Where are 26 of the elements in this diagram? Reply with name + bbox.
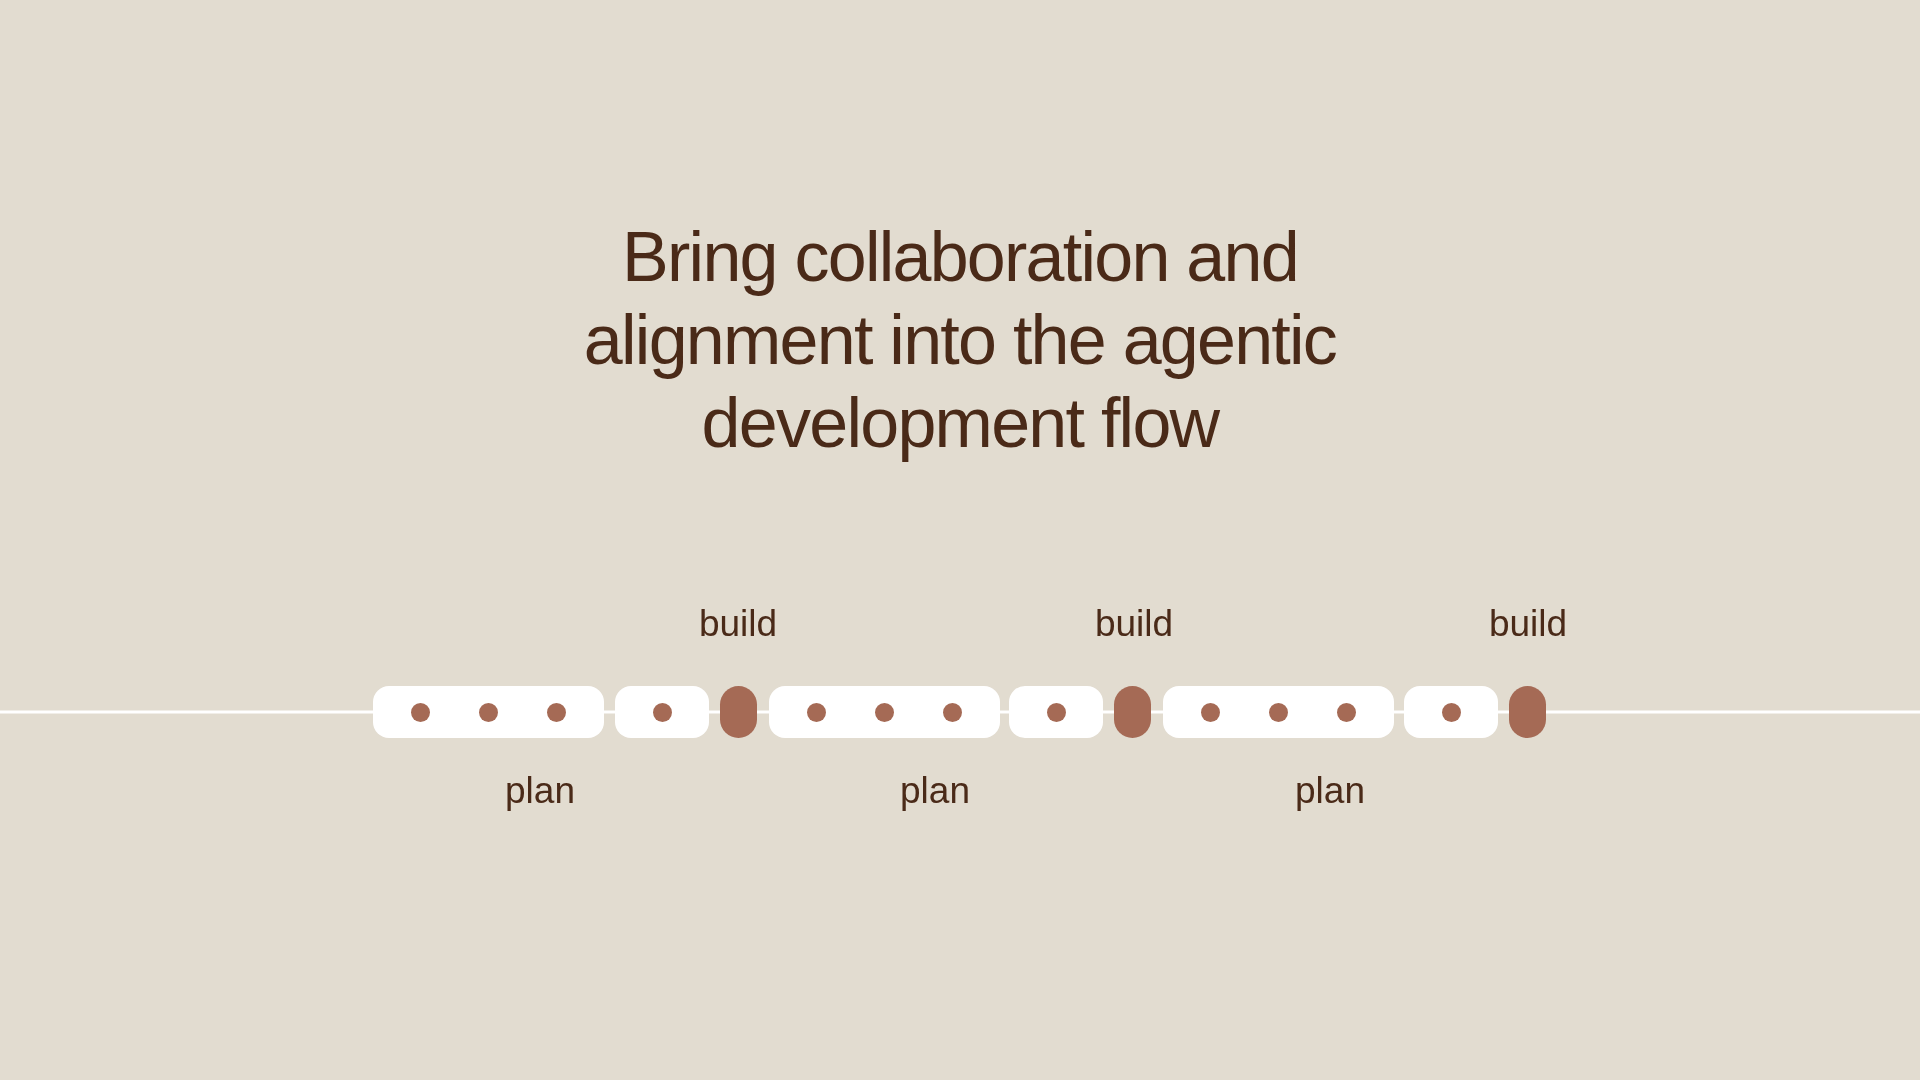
phase-label: plan [900, 769, 970, 813]
timeline-line [709, 710, 720, 714]
timeline-line [1546, 710, 1920, 714]
timeline-line [757, 710, 769, 714]
phase-label: build [1488, 602, 1568, 646]
phase-label: build [1094, 602, 1174, 646]
build-marker [720, 686, 757, 738]
build-marker [1114, 686, 1151, 738]
timeline-line [0, 710, 373, 714]
phase-label: plan [505, 769, 575, 813]
timeline-line [1394, 710, 1404, 714]
phase-label: plan [1295, 769, 1365, 813]
timeline-line [1000, 710, 1009, 714]
title: Bring collaboration and alignment into the agentic development flow [582, 217, 1338, 464]
step-pill [1009, 686, 1103, 738]
timeline-line [1498, 710, 1509, 714]
timeline-line [1151, 710, 1163, 714]
step-pill [769, 686, 1000, 738]
build-marker [1509, 686, 1546, 738]
step-pill [1163, 686, 1394, 738]
step-pill [373, 686, 604, 738]
timeline-line [604, 710, 615, 714]
step-pill [1404, 686, 1498, 738]
timeline-line [1103, 710, 1114, 714]
phase-label: build [698, 602, 778, 646]
step-pill [615, 686, 709, 738]
